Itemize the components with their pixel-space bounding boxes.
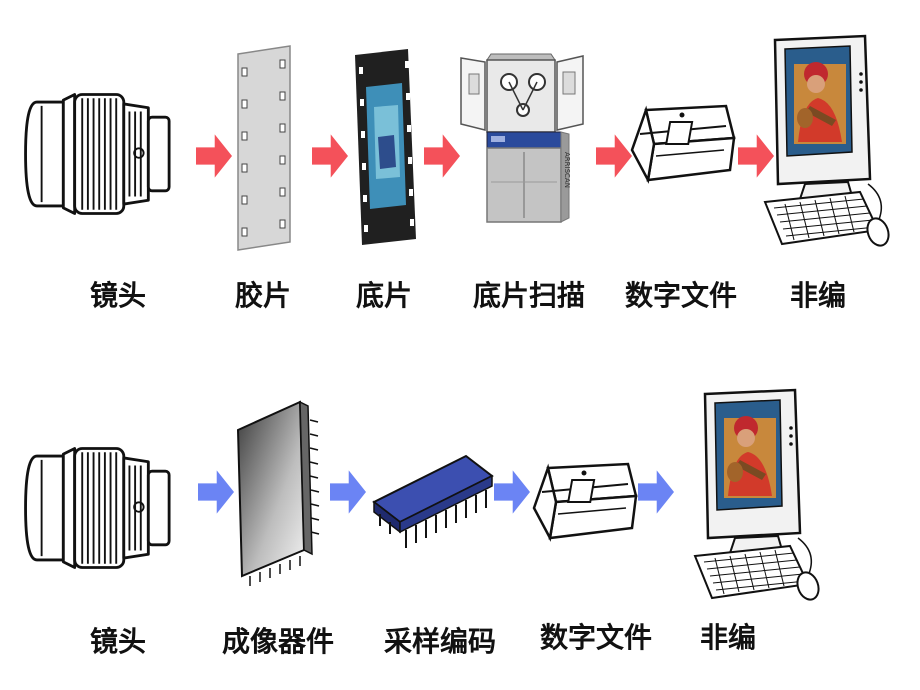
computer-icon xyxy=(760,34,890,254)
film-strip-icon xyxy=(228,44,298,254)
chip-icon xyxy=(370,452,500,562)
step-label: 数字文件 xyxy=(625,279,738,312)
arrow-right-icon xyxy=(330,464,366,520)
arrow-right-icon xyxy=(198,464,234,520)
tape-cassette-icon xyxy=(626,100,736,190)
step-label: 采样编码 xyxy=(384,625,497,658)
step-label: 非编 xyxy=(790,279,847,312)
arrow-right-icon xyxy=(196,128,232,184)
step-label: 非编 xyxy=(700,621,757,654)
arrow-right-icon xyxy=(312,128,348,184)
computer-icon xyxy=(690,388,820,608)
arrow-right-icon xyxy=(424,128,460,184)
step-label: 镜头 xyxy=(90,279,147,312)
arrow-right-icon xyxy=(596,128,632,184)
negative-film-icon xyxy=(350,44,420,250)
film-scanner-icon: ARRISCAN xyxy=(457,52,589,224)
lens-icon xyxy=(18,434,188,582)
tape-cassette-icon xyxy=(528,458,638,548)
step-label: 底片扫描 xyxy=(473,279,586,312)
arrow-right-icon xyxy=(494,464,530,520)
step-label: 镜头 xyxy=(90,625,147,658)
step-label: 成像器件 xyxy=(222,625,335,658)
scanner-brand-text: ARRISCAN xyxy=(563,152,571,188)
arrow-right-icon xyxy=(638,464,674,520)
arrow-right-icon xyxy=(738,128,774,184)
step-label: 胶片 xyxy=(235,279,292,312)
ccd-sensor-icon xyxy=(230,400,330,600)
step-label: 底片 xyxy=(356,279,413,312)
step-label: 数字文件 xyxy=(540,621,653,654)
lens-icon xyxy=(18,80,188,228)
